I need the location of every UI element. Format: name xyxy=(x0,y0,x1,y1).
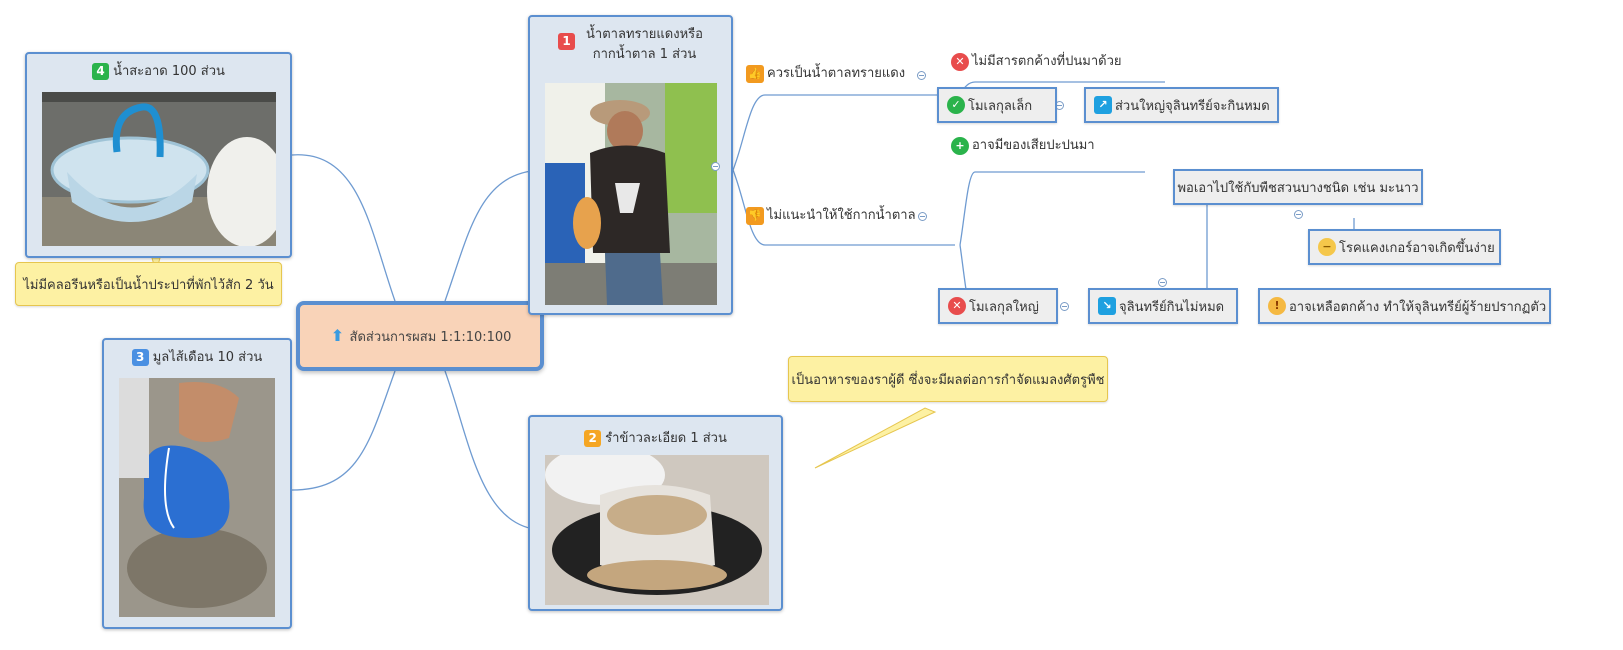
callout-rice-note: เป็นอาหารของราผู้ดี ซึ่งจะมีผลต่อการกำจั… xyxy=(788,356,1108,402)
collapse-toggle-recommend[interactable] xyxy=(917,71,926,80)
branch-recommend-label: ควรเป็นน้ำตาลทรายแดง xyxy=(767,66,906,81)
collapse-toggle-some-plants[interactable] xyxy=(1294,210,1303,219)
topic-residue-bad[interactable]: !อาจเหลือตกค้าง ทำให้จุลินทรีย์ผู้ร้ายปร… xyxy=(1258,288,1551,324)
topic-large-molecule-label: โมเลกุลใหญ่ xyxy=(969,299,1039,315)
topic-rice-bran-label: รำข้าวละเอียด 1 ส่วน xyxy=(605,431,727,446)
collapse-toggle-not-fully-eaten[interactable] xyxy=(1158,278,1167,287)
red-x-icon: ✕ xyxy=(951,52,969,71)
photo-vermicompost xyxy=(119,378,275,617)
central-label: สัดส่วนการผสม 1:1:10:100 xyxy=(349,329,512,345)
thumbs-up-icon: 👍 xyxy=(746,64,764,83)
topic-canker-label: โรคแคงเกอร์อาจเกิดขึ้นง่าย xyxy=(1339,240,1495,256)
topic-sugar-label-line1: น้ำตาลทรายแดงหรือ xyxy=(586,27,703,42)
branch-waste-mixed[interactable]: +อาจมีของเสียปะปนมา xyxy=(951,136,1095,156)
branch-waste-mixed-label: อาจมีของเสียปะปนมา xyxy=(972,138,1095,153)
topic-not-fully-eaten-label: จุลินทรีย์กินไม่หมด xyxy=(1119,299,1225,315)
green-check-icon: ✓ xyxy=(947,96,965,114)
badge-1: 1 xyxy=(558,33,575,50)
photo-farmer xyxy=(545,83,717,305)
central-topic[interactable]: ⬆ สัดส่วนการผสม 1:1:10:100 xyxy=(296,301,544,371)
topic-sugar-label-line2: กากน้ำตาล 1 ส่วน xyxy=(592,47,697,62)
topic-some-plants-label: พอเอาไปใช้กับพืชสวนบางชนิด เช่น มะนาว xyxy=(1177,180,1419,196)
angry-face-icon: ! xyxy=(1268,297,1286,315)
branch-recommend[interactable]: 👍ควรเป็นน้ำตาลทรายแดง xyxy=(746,64,905,84)
topic-mostly-eaten[interactable]: ↗ส่วนใหญ่จุลินทรีย์จะกินหมด xyxy=(1084,87,1279,123)
neutral-face-icon: − xyxy=(1318,238,1336,256)
collapse-toggle-large-molecule[interactable] xyxy=(1060,302,1069,311)
badge-2: 2 xyxy=(584,430,602,447)
topic-large-molecule[interactable]: ✕โมเลกุลใหญ่ xyxy=(938,288,1058,324)
collapse-toggle-not-recommend[interactable] xyxy=(918,212,927,221)
branch-not-recommend[interactable]: 👎ไม่แนะนำให้ใช้กากน้ำตาล xyxy=(746,206,916,226)
topic-water-label: น้ำสะอาด 100 ส่วน xyxy=(113,64,225,79)
arrow-down-right-icon: ↘ xyxy=(1098,297,1116,315)
topic-sugar[interactable]: น้ำตาลทรายแดงหรือ 1 กากน้ำตาล 1 ส่วน xyxy=(528,15,733,315)
green-plus-icon: + xyxy=(951,136,969,155)
topic-not-fully-eaten[interactable]: ↘จุลินทรีย์กินไม่หมด xyxy=(1088,288,1238,324)
badge-4: 4 xyxy=(92,63,110,80)
topic-residue-bad-label: อาจเหลือตกค้าง ทำให้จุลินทรีย์ผู้ร้ายปรา… xyxy=(1289,299,1547,315)
photo-water-basin xyxy=(42,92,276,246)
branch-no-residue[interactable]: ✕ไม่มีสารตกค้างที่ปนมาด้วย xyxy=(951,52,1122,72)
callout-rice-text: เป็นอาหารของราผู้ดี ซึ่งจะมีผลต่อการกำจั… xyxy=(791,372,1105,388)
topic-sugar-title: น้ำตาลทรายแดงหรือ 1 กากน้ำตาล 1 ส่วน xyxy=(530,25,731,65)
topic-vermicompost-label: มูลไส้เดือน 10 ส่วน xyxy=(152,350,263,365)
callout-water-note: ไม่มีคลอรีนหรือเป็นน้ำประปาที่พักไว้สัก … xyxy=(15,262,282,306)
topic-small-molecule-label: โมเลกุลเล็ก xyxy=(968,98,1033,114)
branch-not-recommend-label: ไม่แนะนำให้ใช้กากน้ำตาล xyxy=(767,208,916,223)
arrow-up-icon: ⬆ xyxy=(330,326,345,345)
arrow-up-right-icon: ↗ xyxy=(1094,96,1112,114)
branch-no-residue-label: ไม่มีสารตกค้างที่ปนมาด้วย xyxy=(972,54,1122,69)
topic-canker[interactable]: −โรคแคงเกอร์อาจเกิดขึ้นง่าย xyxy=(1308,229,1501,265)
callout-water-text: ไม่มีคลอรีนหรือเป็นน้ำประปาที่พักไว้สัก … xyxy=(23,277,274,293)
topic-some-plants[interactable]: พอเอาไปใช้กับพืชสวนบางชนิด เช่น มะนาว xyxy=(1173,169,1423,205)
badge-3: 3 xyxy=(131,349,149,366)
topic-small-molecule[interactable]: ✓โมเลกุลเล็ก xyxy=(937,87,1057,123)
topic-mostly-eaten-label: ส่วนใหญ่จุลินทรีย์จะกินหมด xyxy=(1115,98,1270,114)
photo-rice-bran xyxy=(545,455,769,605)
thumbs-down-icon: 👎 xyxy=(746,206,764,225)
red-x-icon: ✕ xyxy=(948,297,966,315)
collapse-toggle-sugar[interactable] xyxy=(711,162,720,171)
